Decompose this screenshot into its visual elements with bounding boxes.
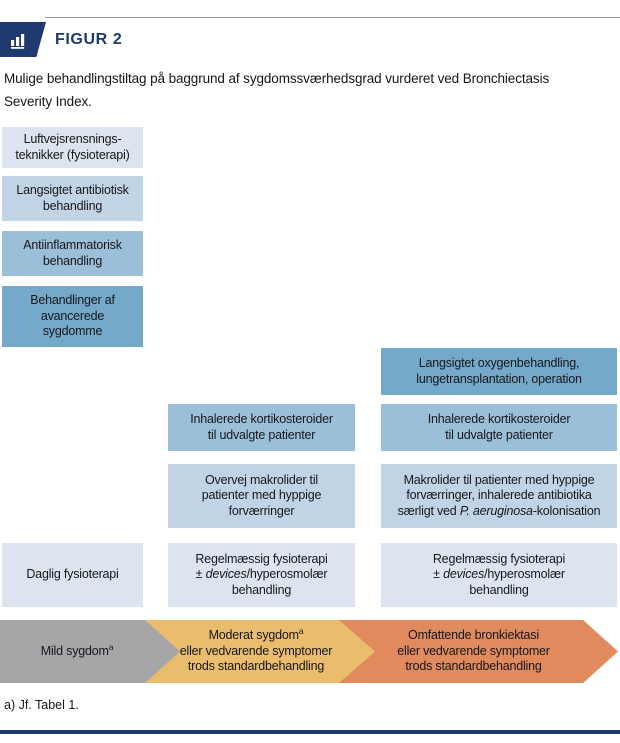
segment-label: Moderat sygdoma — [208, 626, 304, 644]
figure-badge — [0, 22, 46, 57]
box-line: Regelmæssig fysioterapi — [432, 551, 566, 566]
box-line: sygdomme — [42, 324, 103, 339]
header-rule — [45, 17, 620, 18]
text-segment: særligt ved — [397, 503, 460, 518]
treatment-box-oxygen-transplant: Langsigtet oxygenbehandling, lungetransp… — [381, 348, 617, 395]
box-line: avancerede — [40, 308, 105, 323]
box-line: Makrolider til patienter med hyppige — [403, 472, 595, 487]
text-segment: ± — [433, 567, 444, 582]
box-line: behandling — [469, 582, 529, 597]
severity-segment-extensive: Omfattende bronkiektasi eller vedvarende… — [339, 620, 618, 683]
text-segment-italic: devices — [205, 567, 247, 582]
box-line: Inhalerede kortikosteroider — [190, 412, 333, 426]
severity-segment-moderate: Moderat sygdoma eller vedvarende symptom… — [145, 620, 375, 683]
treatment-box-macrolides-severe: Makrolider til patienter med hyppige for… — [381, 464, 617, 528]
footnote-marker: a — [298, 626, 304, 637]
footnote: a) Jf. Tabel 1. — [4, 698, 79, 712]
box-line: ± devices/hyperosmolær — [196, 567, 328, 583]
text-segment: Mild sygdom — [40, 643, 109, 658]
segment-label: eller vedvarende symptomer — [397, 643, 550, 658]
text-segment-italic: P. aeruginosa — [459, 503, 533, 518]
treatment-box-antiinflammatory: Antiinflammatorisk behandling — [2, 231, 143, 276]
box-line: Behandlinger af — [30, 293, 115, 308]
box-line: teknikker (fysioterapi) — [15, 147, 130, 162]
text-segment: /hyperosmolær — [484, 567, 565, 582]
bottom-rule — [0, 730, 620, 734]
box-line: behandling — [42, 198, 103, 213]
box-line: Overvej makrolider til — [205, 472, 318, 487]
treatment-box-regular-physio-severe: Regelmæssig fysioterapi ± devices/hypero… — [381, 543, 617, 607]
box-line: til udvalgte patienter — [445, 427, 553, 442]
treatment-box-daily-physio: Daglig fysioterapi — [2, 543, 143, 607]
treatment-box-longterm-antibiotic: Langsigtet antibiotisk behandling — [2, 176, 143, 221]
segment-label: eller vedvarende symptomer — [179, 643, 333, 658]
segment-label: Omfattende bronkiektasi — [408, 628, 539, 643]
box-line: Inhalerede kortikosteroider — [427, 412, 571, 426]
text-segment: ± — [195, 567, 206, 582]
segment-label: Mild sygdoma — [40, 641, 114, 660]
text-segment: Moderat sygdom — [208, 628, 300, 643]
figure-label: FIGUR 2 — [55, 31, 123, 48]
text-segment: -kolonisation — [532, 503, 601, 518]
box-line: Antiinflammatorisk — [23, 238, 122, 252]
box-line: Langsigtet antibiotisk — [16, 183, 129, 197]
box-line: forværringer, inhalerede antibiotika — [406, 488, 592, 503]
segment-label: trods standardbehandling — [187, 659, 325, 674]
box-line: Regelmæssig fysioterapi — [195, 551, 328, 566]
box-line: patienter med hyppige — [201, 488, 322, 503]
text-segment-italic: devices — [443, 567, 485, 582]
box-line: særligt ved P. aeruginosa-kolonisation — [398, 504, 601, 520]
footnote-marker: a — [108, 641, 114, 652]
treatment-box-inhaled-steroids-severe: Inhalerede kortikosteroider til udvalgte… — [381, 404, 617, 451]
segment-label: trods standardbehandling — [405, 659, 542, 674]
severity-arrow: Mild sygdoma Moderat sygdoma eller vedva… — [0, 620, 620, 683]
box-line: ± devices/hyperosmolær — [433, 567, 565, 583]
caption-line: Mulige behandlingstiltag på baggrund af … — [4, 71, 550, 86]
box-line: behandling — [42, 253, 103, 268]
figure-caption: Mulige behandlingstiltag på baggrund af … — [4, 67, 616, 113]
box-line: Langsigtet oxygenbehandling, — [418, 356, 580, 370]
severity-segment-mild: Mild sygdoma — [0, 620, 180, 683]
treatment-box-airway-clearance: Luftvejsrensnings- teknikker (fysioterap… — [2, 127, 143, 168]
treatment-box-advanced-disease: Behandlinger af avancerede sygdomme — [2, 286, 143, 347]
box-line: lungetransplantation, operation — [416, 371, 582, 386]
box-line: Luftvejsrensnings- — [23, 132, 122, 146]
box-line: til udvalgte patienter — [207, 427, 316, 442]
box-line: behandling — [231, 582, 292, 597]
treatment-box-inhaled-steroids-moderate: Inhalerede kortikosteroider til udvalgte… — [168, 404, 355, 451]
box-line: forværringer — [228, 503, 295, 518]
bar-chart-icon — [11, 33, 25, 49]
treatment-box-macrolides-moderate: Overvej makrolider til patienter med hyp… — [168, 464, 355, 528]
treatment-box-regular-physio-moderate: Regelmæssig fysioterapi ± devices/hypero… — [168, 543, 355, 607]
box-line: Daglig fysioterapi — [26, 567, 119, 582]
text-segment: /hyperosmolær — [246, 567, 328, 582]
caption-line: Severity Index. — [4, 94, 92, 109]
